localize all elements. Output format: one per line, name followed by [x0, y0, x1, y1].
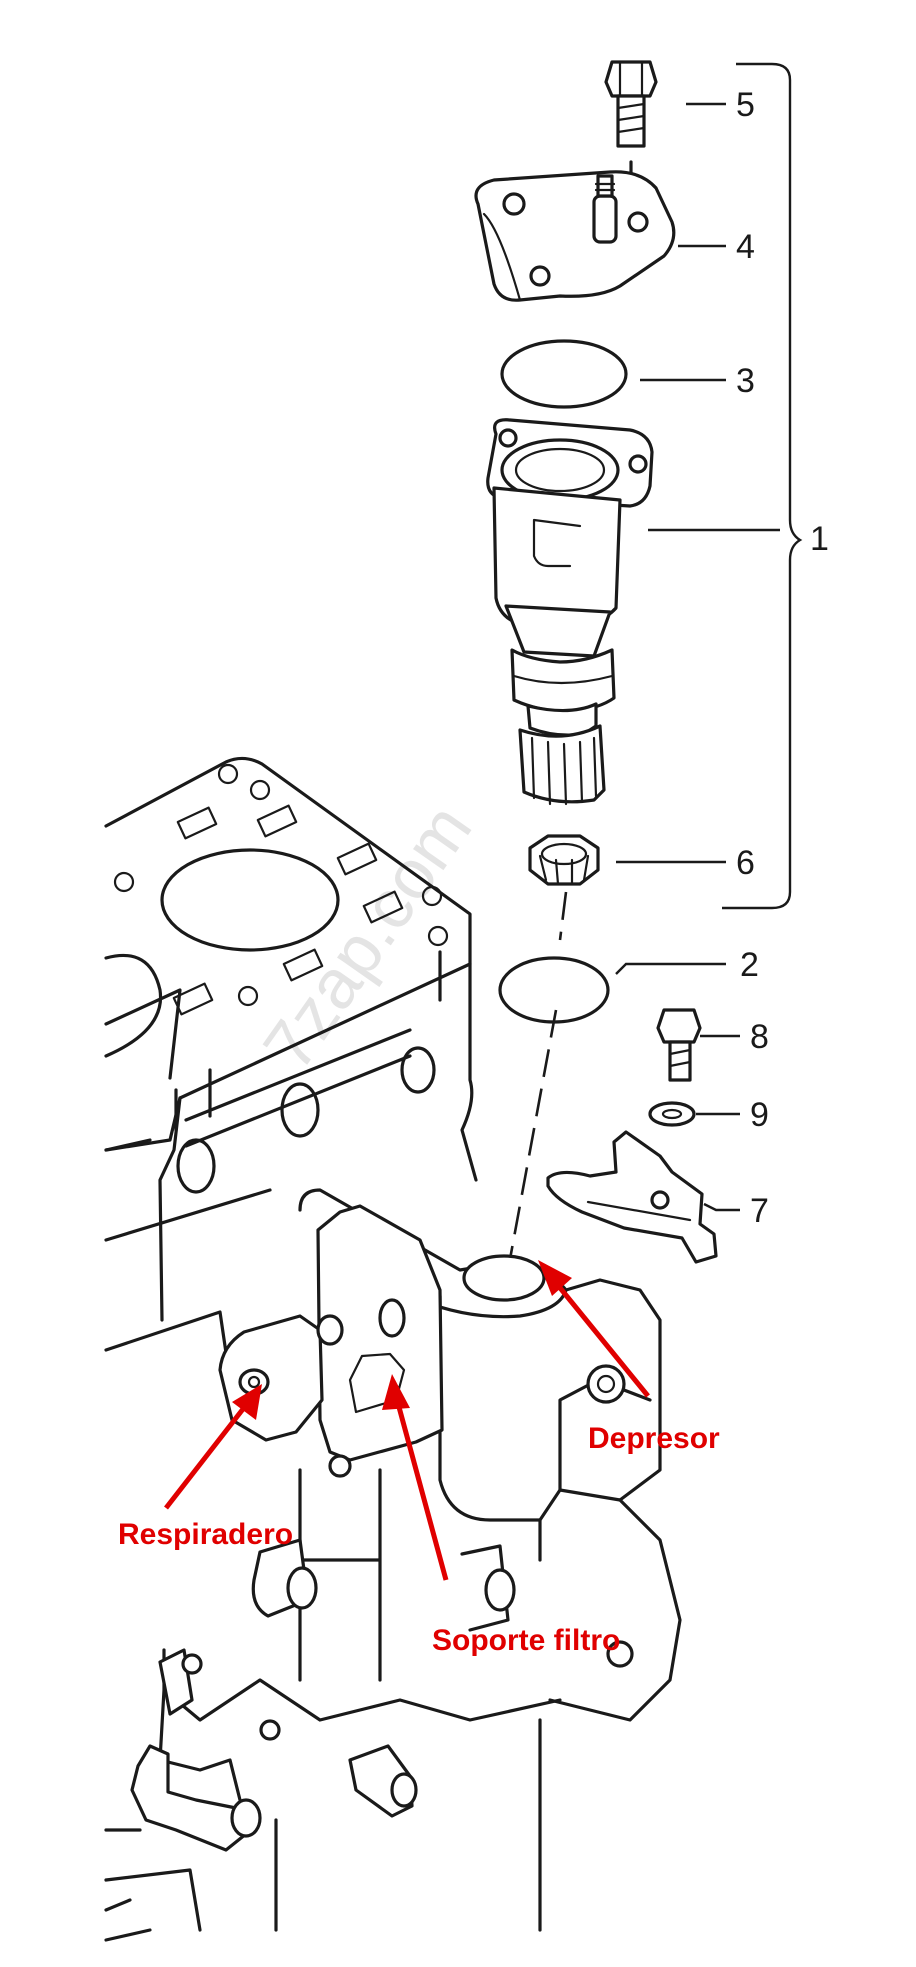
callout-9: 9 — [750, 1096, 769, 1134]
part-2-o-ring — [498, 956, 610, 1024]
callout-3: 3 — [736, 362, 755, 400]
callout-2: 2 — [740, 946, 759, 984]
part-1-pump-body — [486, 418, 654, 806]
callout-numbers: 5 4 3 1 6 2 8 9 7 — [736, 86, 829, 1230]
callout-4: 4 — [736, 228, 755, 266]
callout-1: 1 — [810, 520, 829, 558]
part-3-o-ring — [500, 339, 628, 409]
annotation-respiradero: Respiradero — [118, 1384, 293, 1551]
part-5-bolt — [604, 60, 658, 182]
part-8-bolt — [656, 1008, 702, 1082]
part-9-washer — [648, 1101, 696, 1127]
callout-8: 8 — [750, 1018, 769, 1056]
watermark-text: 7zap.com — [248, 790, 486, 1083]
part-4-cover-plate — [474, 170, 676, 302]
leader-lines — [615, 102, 780, 1212]
label-respiradero: Respiradero — [118, 1518, 293, 1551]
assembly-bracket — [722, 62, 803, 910]
part-7-clamp-bracket — [546, 1130, 718, 1264]
callout-6: 6 — [736, 844, 755, 882]
annotation-soporte-filtro: Soporte filtro — [382, 1374, 620, 1657]
callout-7: 7 — [750, 1192, 769, 1230]
annotation-depresor: Depresor — [538, 1260, 720, 1455]
part-6-gear-cap — [528, 834, 600, 886]
label-depresor: Depresor — [588, 1422, 720, 1455]
callout-5: 5 — [736, 86, 755, 124]
assembly-axis-line — [506, 891, 568, 1271]
engine-block — [104, 756, 682, 1942]
label-soporte-filtro: Soporte filtro — [432, 1624, 620, 1657]
